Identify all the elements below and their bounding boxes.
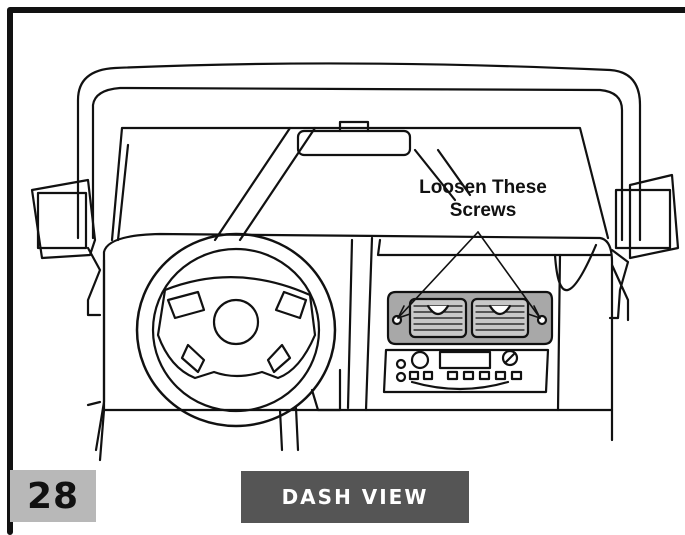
left-side-mirror: [32, 180, 100, 315]
radio-panel: [384, 350, 548, 392]
steering-wheel: [137, 234, 335, 426]
step-number-badge: 28: [10, 470, 96, 522]
callout-line-2: Screws: [398, 199, 568, 222]
callout-label: Loosen These Screws: [398, 176, 568, 222]
rearview-mirror: [298, 131, 410, 155]
view-label: DASH VIEW: [241, 471, 469, 523]
right-side-mirror: [610, 175, 678, 318]
callout-line-1: Loosen These: [398, 176, 568, 199]
